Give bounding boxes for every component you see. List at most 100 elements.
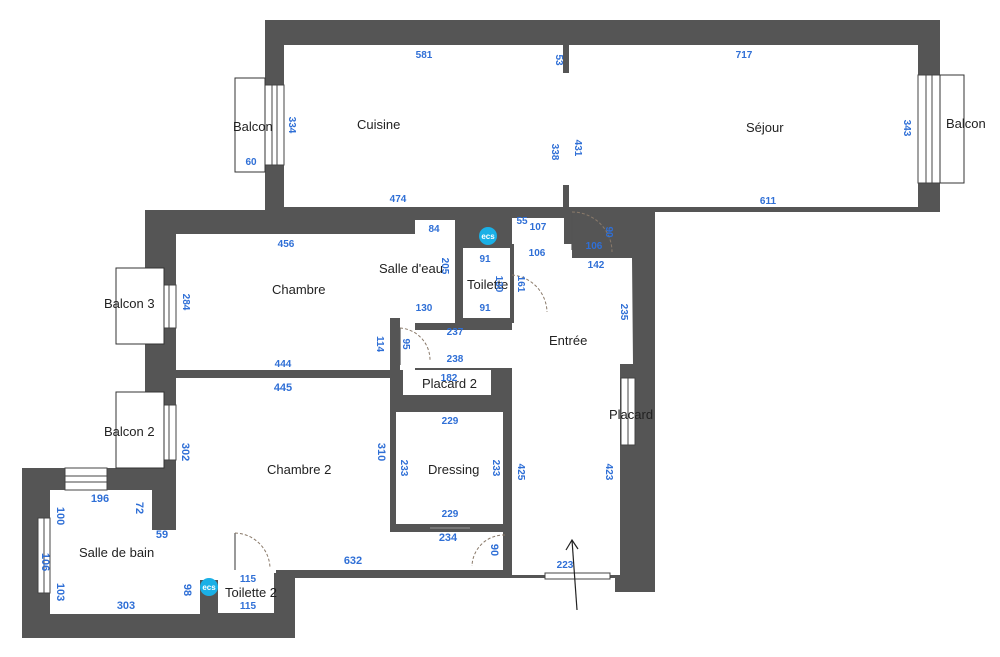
dim-label: 130 bbox=[493, 276, 504, 293]
dim-label: 161 bbox=[515, 276, 526, 293]
dim-label: 114 bbox=[374, 336, 385, 353]
window-chambre2-balcon2 bbox=[163, 404, 177, 461]
room-placard: Placard bbox=[609, 407, 653, 422]
room-dressing: Dressing bbox=[428, 462, 479, 477]
wall-placard2-bottom bbox=[396, 395, 503, 412]
dim-label: 55 bbox=[516, 216, 528, 227]
dim-label: 106 bbox=[39, 553, 51, 571]
chambre-area bbox=[176, 234, 415, 370]
room-entree: Entrée bbox=[549, 333, 587, 348]
dim-label: 425 bbox=[515, 464, 526, 481]
balcon-left bbox=[234, 77, 266, 173]
dim-label: 205 bbox=[439, 258, 450, 275]
ecs-label-2: ecs bbox=[202, 583, 216, 592]
dim-label: 90 bbox=[488, 544, 500, 556]
room-cuisine: Cuisine bbox=[357, 117, 400, 132]
dim-label: 229 bbox=[442, 416, 459, 427]
entrance-arrow-icon bbox=[565, 538, 579, 611]
room-salle-de-bain: Salle de bain bbox=[79, 545, 154, 560]
wall-dressing-bottom bbox=[396, 524, 430, 532]
dim-label: 581 bbox=[416, 50, 433, 61]
dim-label: 343 bbox=[901, 120, 912, 137]
room-balcon3: Balcon 3 bbox=[104, 296, 155, 311]
dim-label: 237 bbox=[447, 327, 464, 338]
dim-label: 423 bbox=[603, 464, 614, 481]
sejour-passage bbox=[563, 45, 569, 185]
dim-label: 303 bbox=[117, 600, 135, 612]
window-sdb-top bbox=[64, 467, 108, 491]
dim-label: 130 bbox=[416, 303, 433, 314]
dim-label: 60 bbox=[245, 157, 257, 168]
room-balcon: Balcon bbox=[233, 119, 273, 134]
salle-eau-lower bbox=[392, 234, 455, 323]
dressing-area bbox=[396, 412, 503, 524]
room-toilette: Toilette bbox=[467, 277, 508, 292]
balcon-right bbox=[939, 74, 965, 184]
dim-label: 100 bbox=[54, 507, 66, 525]
sejour-area bbox=[569, 45, 918, 207]
balconies bbox=[115, 74, 965, 469]
dim-label: 182 bbox=[441, 373, 458, 384]
dim-label: 338 bbox=[549, 144, 560, 161]
dim-label: 106 bbox=[586, 241, 603, 252]
dim-label: 103 bbox=[54, 583, 66, 601]
ecs-icon: ecs bbox=[479, 227, 497, 245]
dim-label: 302 bbox=[179, 443, 191, 461]
dim-label: 115 bbox=[240, 601, 257, 612]
entree-area bbox=[400, 244, 633, 575]
dim-label: 229 bbox=[442, 509, 459, 520]
chambre2-area bbox=[176, 378, 505, 583]
room-toilette2: Toilette 2 bbox=[225, 585, 277, 600]
sdb-area bbox=[50, 490, 200, 614]
wall-dressing-west bbox=[390, 375, 396, 530]
ecs-icon: ecs bbox=[200, 578, 218, 596]
dim-label: 234 bbox=[439, 532, 458, 544]
placard2-area bbox=[403, 370, 491, 395]
wall-chambre-chambre2 bbox=[176, 370, 392, 378]
dim-label: 142 bbox=[588, 260, 605, 271]
room-balcon2: Balcon 2 bbox=[104, 424, 155, 439]
dim-label: 310 bbox=[375, 443, 387, 461]
dim-label: 53 bbox=[553, 54, 564, 66]
window-chambre-balcon3 bbox=[163, 284, 177, 329]
dim-label: 196 bbox=[91, 493, 109, 505]
dim-label: 233 bbox=[398, 460, 409, 477]
dim-label: 445 bbox=[274, 382, 292, 394]
wall-toilette-bottom bbox=[455, 318, 514, 323]
balcon3-box bbox=[115, 267, 165, 345]
ecs-label: ecs bbox=[481, 232, 495, 241]
dim-label: 107 bbox=[530, 222, 547, 233]
windows bbox=[37, 74, 941, 594]
dim-label: 235 bbox=[618, 304, 629, 321]
dimension-labels: 581 53 717 334 60 338 431 343 474 611 55… bbox=[39, 50, 912, 612]
wall-chambre-east bbox=[390, 318, 400, 375]
cuisine-area bbox=[284, 45, 563, 207]
dim-label: 91 bbox=[479, 254, 491, 265]
room-placard2: Placard 2 bbox=[422, 376, 477, 391]
dim-label: 90 bbox=[603, 226, 614, 238]
wall-toilette2-east bbox=[274, 573, 278, 613]
wall-se-toilette-split bbox=[455, 220, 463, 323]
interiors bbox=[50, 45, 918, 614]
balcon2-box bbox=[115, 391, 165, 469]
dim-label: 474 bbox=[390, 194, 407, 205]
dim-label: 223 bbox=[557, 560, 574, 571]
dim-label: 717 bbox=[736, 50, 753, 61]
entrance-opening bbox=[544, 572, 611, 580]
room-salle-eau: Salle d'eau bbox=[379, 261, 443, 276]
wall-chambre2-west bbox=[152, 468, 176, 530]
dim-label: 91 bbox=[479, 303, 491, 314]
room-chambre2: Chambre 2 bbox=[267, 462, 331, 477]
dim-label: 106 bbox=[529, 248, 546, 259]
toilette2-area bbox=[218, 573, 274, 613]
wall-cuisine-sejour bbox=[563, 45, 569, 73]
wall-dressing-bottom2 bbox=[470, 524, 503, 532]
room-balcon-right: Balcon bbox=[946, 116, 986, 131]
dim-label: 95 bbox=[400, 338, 411, 350]
dim-label: 284 bbox=[180, 294, 191, 311]
window-sejour-balcon bbox=[917, 74, 941, 184]
dim-label: 233 bbox=[490, 460, 501, 477]
dim-label: 115 bbox=[240, 574, 257, 585]
room-labels: Cuisine Séjour Chambre Salle d'eau Toile… bbox=[79, 116, 986, 600]
